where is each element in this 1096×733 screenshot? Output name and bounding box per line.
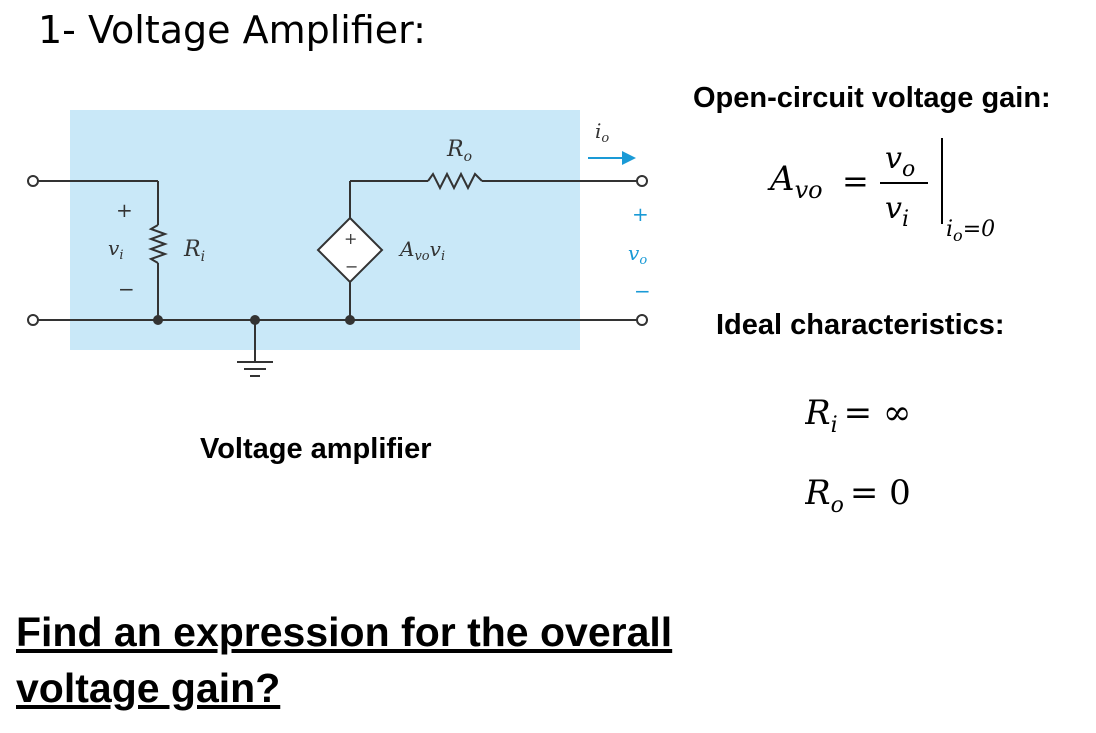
ri-label: Ri xyxy=(183,237,205,265)
slide-title: 1- Voltage Amplifier: xyxy=(38,8,426,52)
output-terminal xyxy=(636,314,648,326)
ri-ideal-equation: Ri= ∞ xyxy=(805,393,911,438)
vo-minus: − xyxy=(634,279,651,303)
ri-symbol: Ri= ∞ xyxy=(805,393,911,438)
question-text: Find an expression for the overall volta… xyxy=(16,609,673,711)
gain-heading: Open-circuit voltage gain: xyxy=(693,82,1051,114)
junction-dot xyxy=(345,315,355,325)
open-circuit-gain-formula: Avo = vo vi io=0 xyxy=(767,138,995,245)
ro-resistor xyxy=(427,171,483,191)
vi-label: vi xyxy=(108,236,123,263)
io-arrow-head xyxy=(622,151,636,165)
amplifier-box xyxy=(70,110,580,350)
formula-condition: io=0 xyxy=(946,217,995,245)
formula-denominator: vi xyxy=(885,191,909,232)
formula-lhs: Avo xyxy=(767,159,823,204)
ro-label: Ro xyxy=(446,137,472,165)
source-plus: + xyxy=(344,229,357,248)
ideal-heading: Ideal characteristics: xyxy=(716,309,1005,341)
diagram-caption: Voltage amplifier xyxy=(200,433,432,465)
voltage-amplifier-circuit: io Ro Ri + vi − + vo − + − Avovi xyxy=(27,110,651,377)
vo-label: vo xyxy=(628,241,647,268)
io-label: io xyxy=(595,119,609,146)
ro-ideal-equation: Ro= 0 xyxy=(805,473,911,518)
input-terminal xyxy=(27,314,39,326)
vi-plus: + xyxy=(116,198,133,222)
formula-equals: = xyxy=(842,162,869,200)
ri-resistor xyxy=(148,224,168,264)
junction-dot xyxy=(153,315,163,325)
vo-plus: + xyxy=(632,202,649,226)
dependent-source-diamond xyxy=(316,216,384,284)
source-minus: − xyxy=(345,257,358,276)
junction-dot xyxy=(250,315,260,325)
formula-numerator: vo xyxy=(885,141,915,182)
vi-minus: − xyxy=(118,277,135,301)
ro-symbol: Ro= 0 xyxy=(805,473,911,518)
output-terminal xyxy=(636,175,648,187)
source-label: Avovi xyxy=(398,237,445,264)
input-terminal xyxy=(27,175,39,187)
